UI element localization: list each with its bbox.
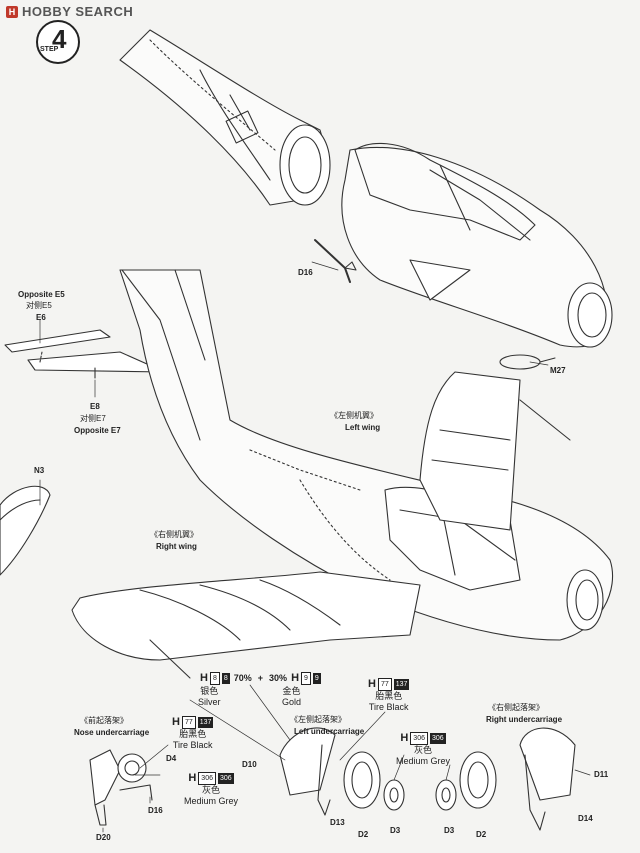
paint-code-9: 9 [301, 672, 311, 685]
leader-lines [39, 261, 591, 833]
paint-tbn-cn: 胎黑色 [179, 729, 207, 739]
step-number: 4 [52, 24, 67, 54]
paint-tire-black-top: H 77 137 胎黑色 Tire Black [368, 678, 410, 713]
paint-code-306: 306 [410, 732, 428, 745]
paint-tb-cn: 胎黑色 [375, 691, 403, 701]
paint-mgn-cn: 灰色 [202, 785, 221, 795]
paint-silver: 银色 Silver [198, 686, 221, 708]
paint-plus: + [257, 673, 264, 683]
part-d13: D13 [330, 818, 345, 827]
label-nose-uc-cn: 《前起落架》 [80, 716, 128, 725]
part-d3-right: D3 [444, 826, 455, 835]
part-d16-top: D16 [298, 268, 313, 277]
paint-h-tb: H [368, 678, 376, 690]
label-left-wing-en: Left wing [345, 423, 381, 432]
part-e6: E6 [36, 313, 46, 322]
part-d3-left: D3 [390, 826, 401, 835]
paint-silver-en: Silver [198, 697, 221, 707]
front-fuselage-section [341, 142, 613, 370]
paint-code-8-alt: 8 [221, 673, 230, 684]
paint-code-9-alt: 9 [312, 673, 321, 684]
paint-code-77-nose: 77 [181, 716, 196, 729]
paint-code-137-nose: 137 [197, 717, 214, 728]
part-d2-right: D2 [476, 830, 487, 839]
paint-code-77: 77 [377, 678, 392, 691]
paint-code-306-alt: 306 [429, 733, 446, 744]
paint-h-mg: H [400, 732, 409, 744]
paint-gold-en: Gold [282, 697, 302, 707]
step-word: STEP [40, 46, 59, 53]
paint-gold-cn: 金色 [282, 686, 301, 696]
label-right-wing-en: Right wing [156, 542, 197, 551]
part-m27: M27 [550, 366, 566, 375]
paint-ratio-1: 70% [233, 673, 252, 683]
part-n3: N3 [34, 466, 45, 475]
paint-code-137: 137 [393, 679, 410, 690]
paint-silver-cn: 银色 [200, 686, 219, 696]
paint-tire-black-nose: H 77 137 胎黑色 Tire Black [172, 716, 214, 751]
paint-code-8: 8 [209, 672, 220, 685]
part-d20: D20 [96, 833, 111, 842]
label-duice-e7: 对侧E7 [80, 414, 106, 423]
stabiliser-parts [4, 329, 166, 379]
part-d11: D11 [594, 770, 609, 779]
paint-h1: H [200, 672, 208, 684]
part-d2-left: D2 [358, 830, 369, 839]
paint-mg-en: Medium Grey [396, 756, 451, 766]
label-right-wing-cn: 《右侧机翼》 [150, 530, 198, 539]
watermark: H HOBBY SEARCH [6, 4, 133, 19]
paint-tb-en: Tire Black [368, 702, 409, 712]
paint-gold: 金色 Gold [282, 686, 301, 708]
part-e8: E8 [90, 402, 100, 411]
canopy-n3 [0, 485, 51, 576]
right-undercarriage [435, 727, 576, 831]
right-wing [71, 571, 421, 679]
rear-fuselage-section [119, 29, 331, 206]
label-left-uc-en: Left undercarriage [294, 727, 365, 736]
paint-medium-grey-mid: H 306 306 灰色 Medium Grey [396, 732, 450, 767]
step-badge: 4 STEP [36, 20, 80, 64]
part-d16-bottom: D16 [148, 806, 163, 815]
paint-medium-grey-nose: H 306 306 灰色 Medium Grey [184, 772, 238, 807]
part-d10: D10 [242, 760, 257, 769]
paint-code-306-nose: 306 [198, 772, 216, 785]
label-nose-uc-en: Nose undercarriage [74, 728, 150, 737]
paint-callout-silver-gold: H 8 8 70% + 30% H 9 9 [200, 672, 321, 685]
paint-mg-cn: 灰色 [414, 745, 433, 755]
label-right-uc-cn: 《右侧起落架》 [488, 703, 544, 712]
paint-h2: H [291, 672, 300, 684]
left-undercarriage [279, 727, 405, 816]
label-left-wing-cn: 《左侧机翼》 [330, 411, 378, 420]
part-d4: D4 [166, 754, 177, 763]
paint-mgn-en: Medium Grey [184, 796, 239, 806]
label-right-uc-en: Right undercarriage [486, 715, 563, 724]
left-wing [419, 371, 571, 531]
paint-tbn-en: Tire Black [172, 740, 213, 750]
label-opposite-e7: Opposite E7 [74, 426, 121, 435]
paint-ratio-2: 30% [269, 673, 288, 683]
hobby-search-logo-icon: H [6, 5, 18, 18]
paint-h-tbn: H [172, 716, 180, 728]
paint-h-mgn: H [188, 772, 197, 784]
label-duice-e5: 对侧E5 [26, 301, 52, 310]
label-opposite-e5: Opposite E5 [18, 290, 65, 299]
part-d14: D14 [578, 814, 593, 823]
label-left-uc-cn: 《左侧起落架》 [290, 715, 346, 724]
paint-code-306-nose-alt: 306 [217, 773, 234, 784]
watermark-text: HOBBY SEARCH [22, 4, 134, 19]
nose-undercarriage [89, 749, 153, 826]
